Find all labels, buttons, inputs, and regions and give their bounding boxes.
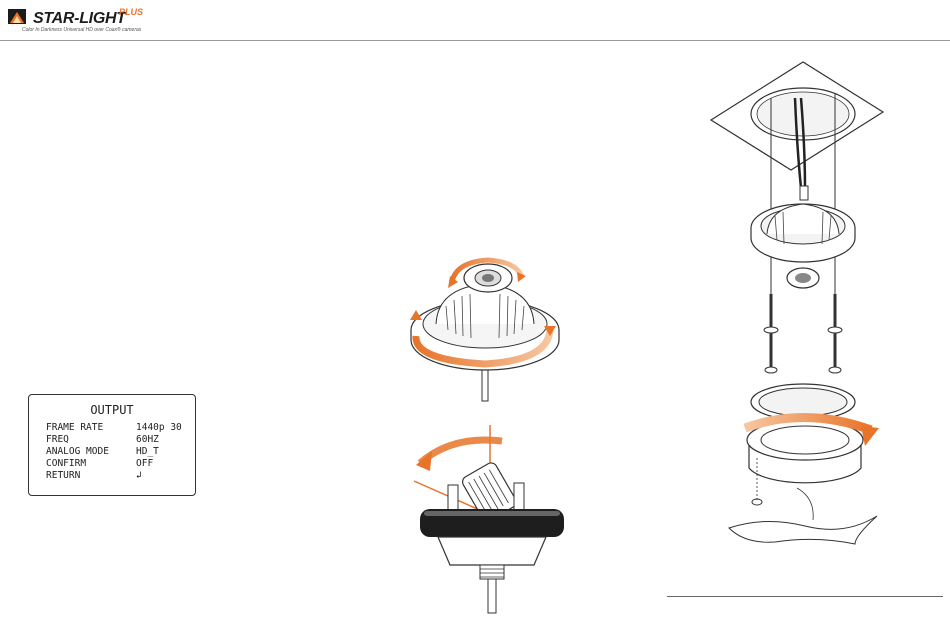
screw-right-icon	[828, 294, 842, 373]
star-light-plus-logo: STAR-LIGHT PLUS Color In Darkness Univer…	[8, 6, 158, 36]
osd-label: FRAME RATE	[46, 422, 136, 434]
osd-label: RETURN	[46, 470, 136, 482]
footer-divider	[667, 596, 943, 597]
screw-left-icon	[764, 294, 778, 373]
logo-mark-icon	[8, 9, 28, 27]
brand-name: STAR-LIGHT	[33, 10, 126, 28]
osd-value: 60HZ	[136, 434, 159, 446]
dome-camera-tilt-icon	[412, 425, 572, 615]
osd-value: ↲	[136, 470, 142, 482]
brand-plus: PLUS	[119, 7, 143, 17]
page-header: STAR-LIGHT PLUS Color In Darkness Univer…	[0, 0, 950, 42]
header-divider	[0, 40, 950, 41]
brand-tagline: Color In Darkness Universal HD over Coax…	[22, 27, 141, 33]
osd-row-return: RETURN↲	[46, 470, 182, 482]
osd-value: OFF	[136, 458, 153, 470]
ceiling-mount-exploded-icon	[705, 58, 905, 548]
osd-label: ANALOG MODE	[46, 446, 136, 458]
osd-value: HD_T	[136, 446, 159, 458]
osd-title: OUTPUT	[29, 403, 195, 417]
osd-label: CONFIRM	[46, 458, 136, 470]
dome-camera-rotation-icon	[400, 248, 570, 403]
osd-label: FREQ	[46, 434, 136, 446]
osd-value: 1440p 30	[136, 422, 182, 434]
